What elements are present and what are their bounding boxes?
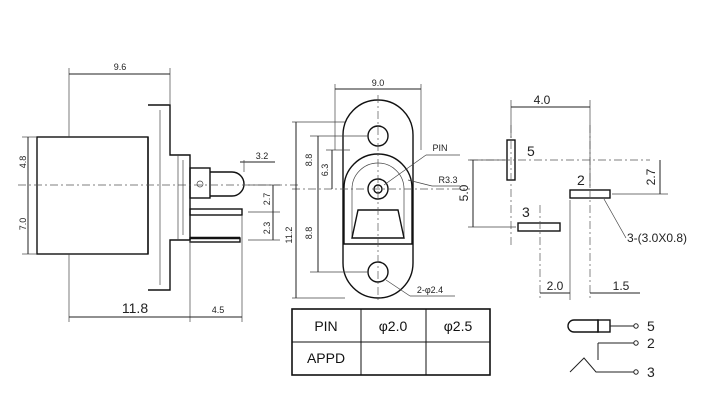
table-header-d20: φ2.0 [379, 318, 408, 334]
side-pin-5 [210, 171, 245, 197]
pad-label-3: 3 [522, 204, 530, 220]
schematic-pin-2: 2 [647, 335, 655, 351]
schematic-pin-body [567, 319, 599, 333]
side-view: 9.6 4.8 7.0 11.8 4.5 3.2 2.7 2.3 [18, 62, 300, 322]
side-dim-left-lower: 7.0 [18, 218, 28, 231]
front-plate [342, 99, 414, 299]
front-inner-body [343, 153, 413, 245]
side-dim-left-upper: 4.8 [18, 156, 28, 169]
pad-label-2: 2 [577, 172, 585, 188]
side-pin-block [189, 167, 211, 199]
side-dim-pin-lower: 2.3 [262, 222, 272, 235]
table-header-d25: φ2.5 [444, 318, 473, 334]
side-dim-top: 9.6 [114, 62, 127, 72]
pad-dim-bottom-b: 1.5 [613, 279, 630, 293]
side-dim-pin-gap: 2.7 [262, 193, 272, 206]
front-pin-label: PIN [432, 143, 447, 153]
front-holes-label: 2-φ2.4 [417, 285, 443, 295]
schematic-terminal-5 [633, 323, 639, 329]
schematic-pin-5: 5 [647, 318, 655, 334]
table-row-label: APPD [307, 350, 345, 366]
front-dim-left-c: 8.8 [304, 227, 314, 240]
pad-dim-bottom-a: 2.0 [547, 279, 564, 293]
schematic-terminal-3 [633, 369, 639, 375]
front-dim-left-b: 6.3 [320, 164, 330, 177]
table-header-pin: PIN [314, 318, 337, 334]
pad-label-5: 5 [527, 143, 535, 159]
side-pin-2 [189, 208, 243, 216]
pad-view: 5 2 3 4.0 5.0 2.7 2.0 1.5 3-(3.0X0.8) [457, 93, 687, 300]
front-dim-left-a: 8.8 [304, 154, 314, 167]
schematic-terminal-2 [633, 340, 639, 346]
side-body [36, 136, 149, 255]
pad-note: 3-(3.0X0.8) [627, 231, 687, 245]
pad-dim-top: 4.0 [534, 93, 551, 107]
pin-table: PIN φ2.0 φ2.5 APPD [291, 308, 491, 376]
schematic-pin-3: 3 [647, 364, 655, 380]
side-dim-bottom-right: 4.5 [212, 305, 225, 315]
front-dim-left-total: 11.2 [284, 227, 294, 244]
schematic-switch [569, 357, 634, 373]
front-radius-label: R3.3 [438, 175, 457, 185]
side-dim-pin-width: 3.2 [256, 151, 269, 161]
side-dim-bottom-left: 11.8 [122, 300, 148, 316]
front-dim-top: 9.0 [372, 78, 385, 88]
side-flange [148, 104, 191, 291]
schematic-symbol: 5 2 3 [567, 318, 655, 380]
pad-dim-left: 5.0 [457, 184, 471, 201]
front-view: 9.0 11.2 8.8 8.8 6.3 PIN R3.3 2-φ2.4 [284, 78, 470, 300]
pad-3 [517, 222, 561, 232]
pad-dim-right: 2.7 [644, 168, 658, 185]
front-socket-opening [351, 209, 405, 239]
